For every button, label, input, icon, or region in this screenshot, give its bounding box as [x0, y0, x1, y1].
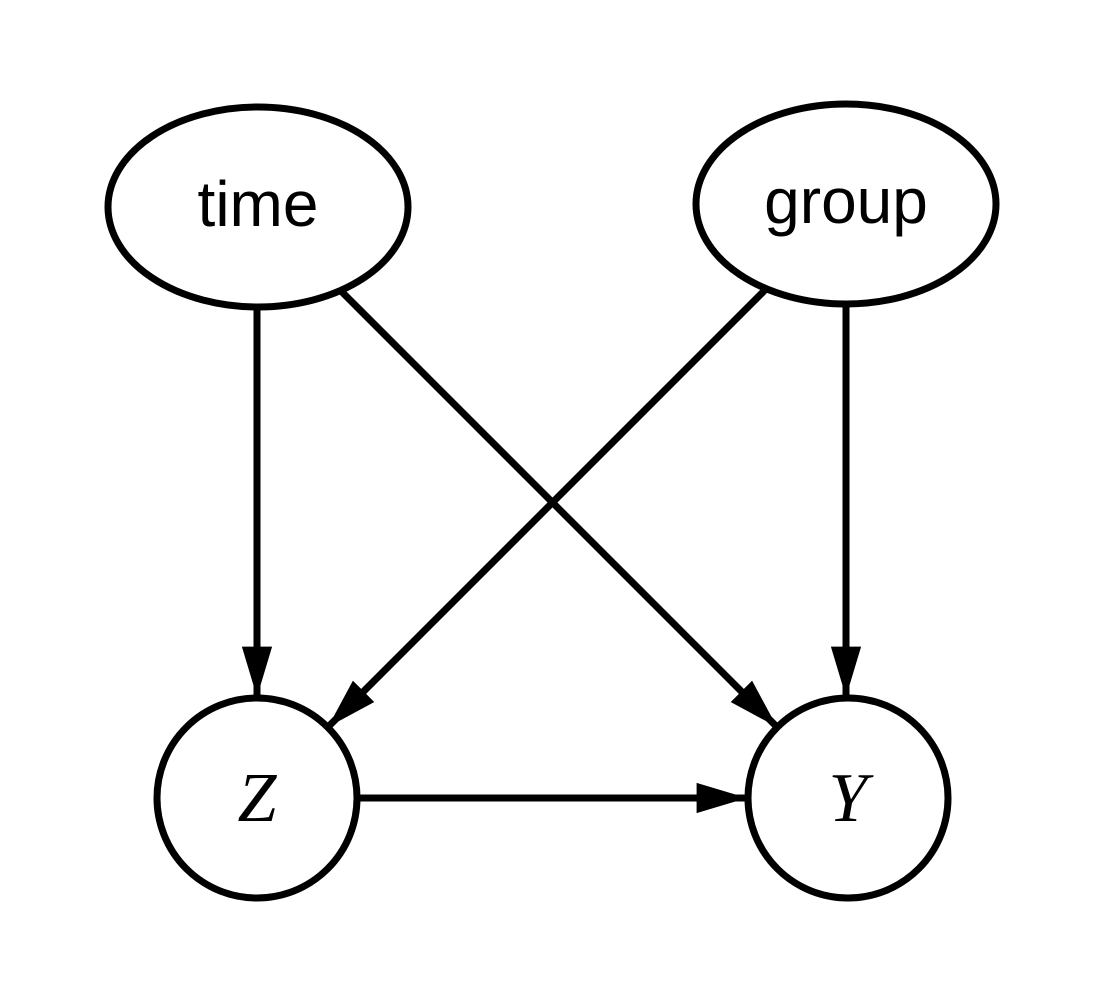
edge-group-to-z: [325, 287, 768, 730]
node-time-label: time: [198, 168, 319, 240]
node-z-label: Z: [238, 760, 278, 837]
node-y-label: Y: [829, 760, 875, 837]
node-time-shape: [104, 103, 412, 311]
node-group-shape: [692, 100, 1000, 308]
node-z-shape: [153, 694, 361, 902]
node-y-shape: [744, 694, 952, 902]
edge-time-to-y: [337, 287, 780, 730]
node-group-label: group: [764, 165, 928, 237]
